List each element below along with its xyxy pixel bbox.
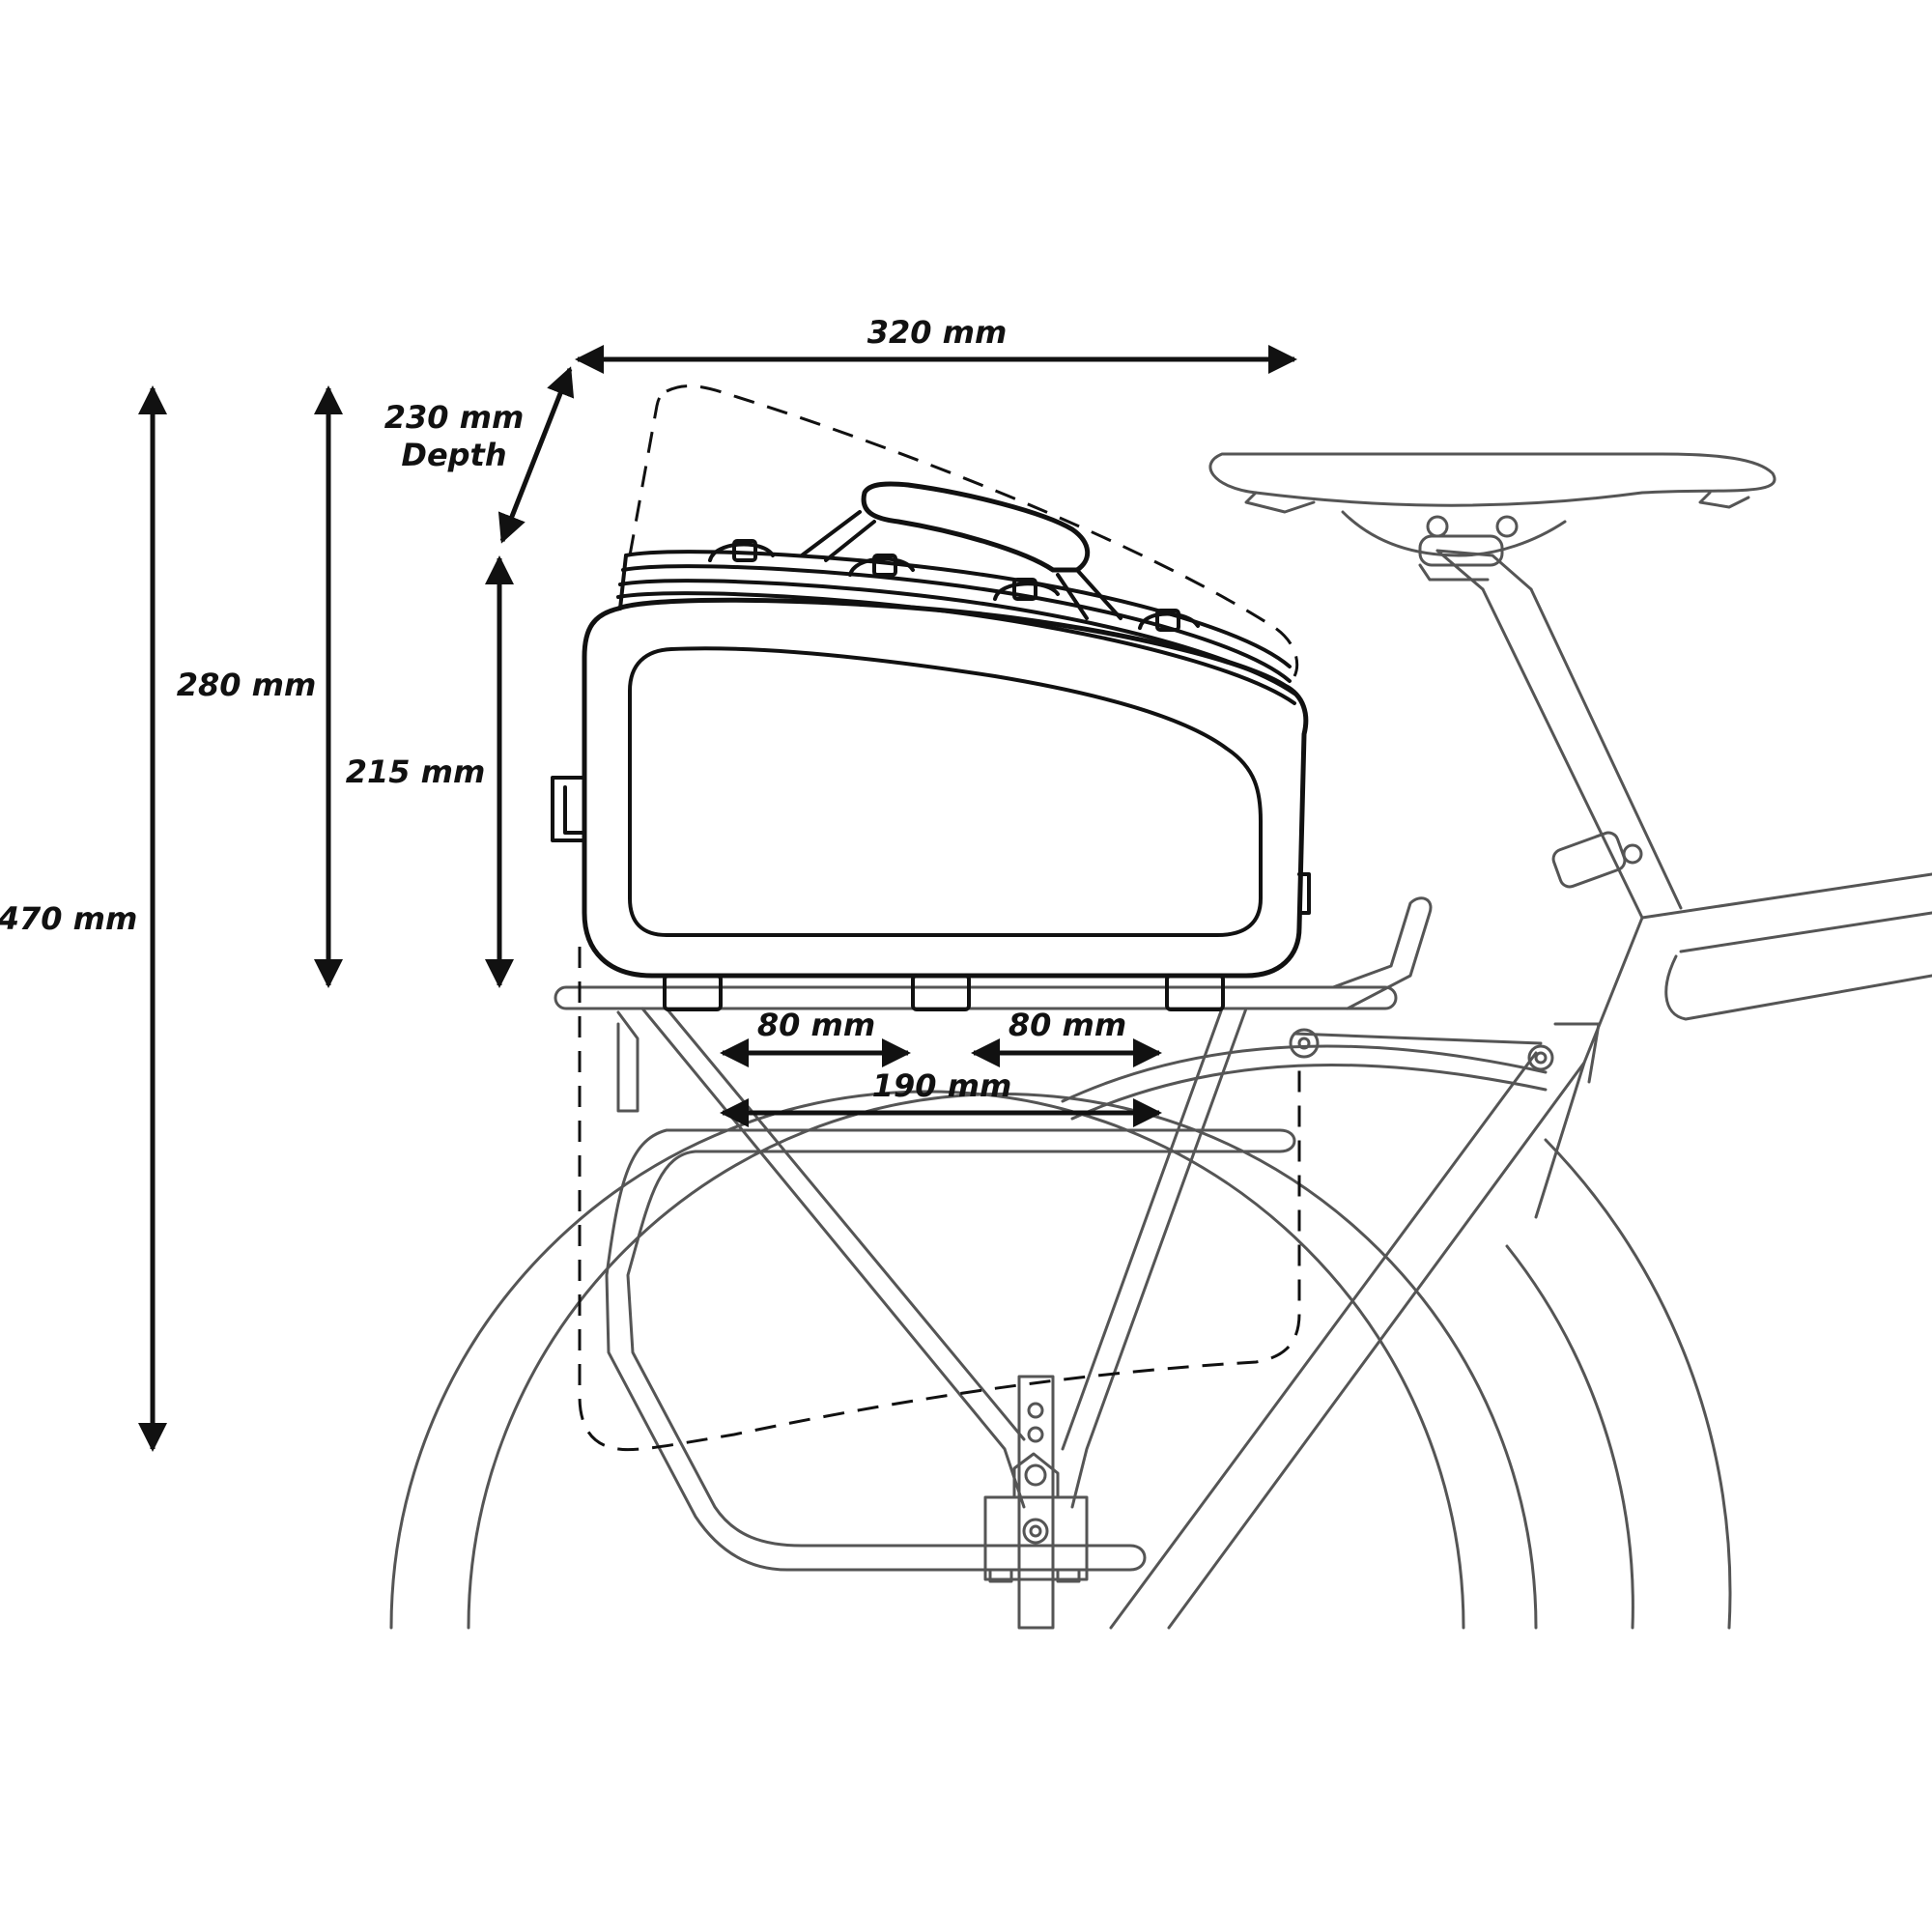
rear-rack — [554, 896, 1433, 1630]
label-width: 320 mm — [867, 314, 1008, 351]
bag-side-panel — [628, 646, 1263, 937]
label-depth-word: Depth — [401, 437, 506, 473]
label-base: 190 mm — [872, 1067, 1012, 1104]
label-height-bag: 215 mm — [346, 753, 486, 790]
dimension-arrows — [138, 345, 1297, 1452]
bag-lid — [624, 550, 1292, 668]
dimension-labels: 320 mm 230 mm Depth 280 mm 215 mm 470 mm… — [0, 314, 1126, 1104]
label-depth-value: 230 mm — [384, 399, 525, 436]
saddle — [1208, 452, 1776, 507]
depth-arrow — [497, 366, 575, 544]
label-rail-right: 80 mm — [1009, 1007, 1126, 1043]
bicycle-outline — [389, 452, 1932, 1630]
bag-foot-left — [663, 974, 723, 1011]
seat-clamp — [1551, 831, 1627, 889]
top-tube — [1640, 872, 1932, 920]
bag-foot-middle — [911, 974, 971, 1011]
seatpost — [1435, 549, 1533, 591]
fender — [1061, 1044, 1548, 1103]
expanded-bag-outline — [628, 384, 1298, 677]
rear-wheel-outer — [389, 1090, 1465, 1630]
label-rail-left: 80 mm — [757, 1007, 875, 1043]
bag-foot-right — [1165, 974, 1225, 1011]
label-height-expanded: 280 mm — [177, 667, 317, 703]
bag-body — [582, 597, 1309, 979]
seat-tube — [1481, 587, 1644, 1219]
trunk-bag — [551, 481, 1311, 1011]
rear-wheel-inner — [467, 1093, 1538, 1630]
bag-handle — [861, 481, 1091, 573]
seat-stay — [1109, 1051, 1538, 1630]
label-height-total: 470 mm — [0, 900, 137, 937]
bag-strap-loop — [551, 776, 586, 842]
